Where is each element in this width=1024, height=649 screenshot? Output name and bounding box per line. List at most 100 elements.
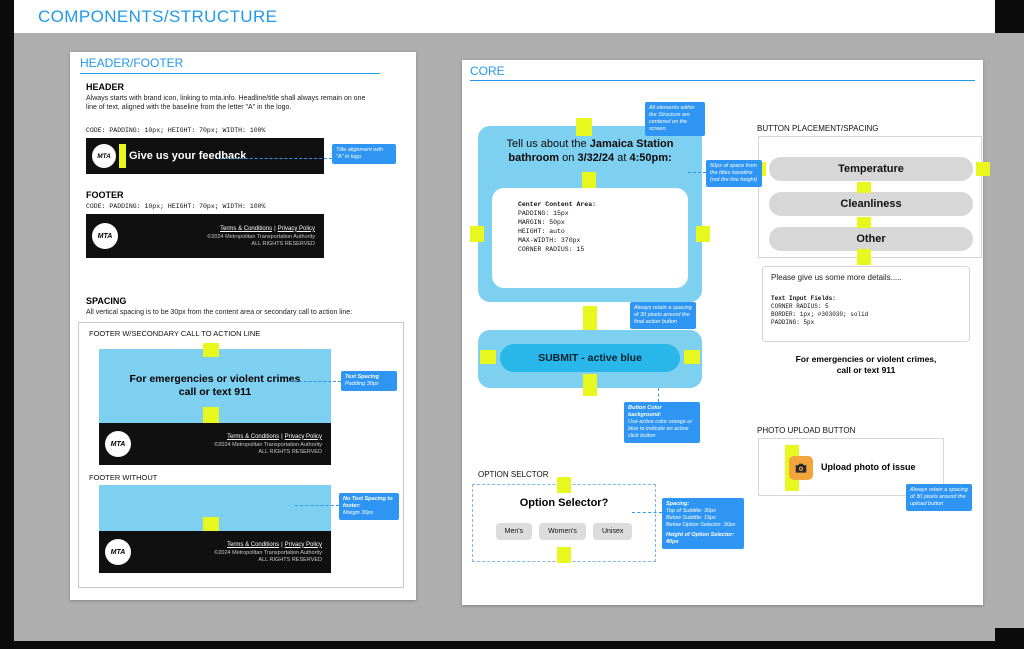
option-mens[interactable]: Men's xyxy=(495,523,533,540)
callout-text-spacing: Text Spacing Padding 30px xyxy=(341,371,397,391)
spacing-marker xyxy=(203,517,219,535)
callout-upload-spacing: Always retain a spacing of 30 pixels aro… xyxy=(906,484,972,511)
emergency-cta-line1: For emergencies or violent crimes xyxy=(129,373,301,385)
callout-action-spacing: Always retain a spacing of 30 pixels aro… xyxy=(630,302,696,329)
callout-body: Margin 30px xyxy=(343,510,374,516)
leader-line xyxy=(289,381,341,382)
footer-bar-sample: MTA Terms & Conditions|Privacy Policy ©2… xyxy=(86,214,324,258)
emergency-text: For emergencies or violent crimes, call … xyxy=(762,354,970,376)
callout-50px-space: 50px of space from the titles baseline (… xyxy=(706,160,762,187)
details-input-box[interactable]: Please give us some more details..... Te… xyxy=(762,266,970,342)
title-bar: COMPONENTS/STRUCTURE xyxy=(14,0,995,33)
mta-logo-icon[interactable]: MTA xyxy=(105,539,131,565)
details-placeholder: Please give us some more details..... xyxy=(771,273,902,282)
privacy-link[interactable]: Privacy Policy xyxy=(284,541,322,548)
rights-text: ALL RIGHTS RESERVED xyxy=(258,556,322,563)
page-title: COMPONENTS/STRUCTURE xyxy=(38,6,278,26)
privacy-link[interactable]: Privacy Policy xyxy=(284,433,322,440)
spacing-marker xyxy=(857,182,871,193)
spacing-marker xyxy=(976,162,990,176)
title-seg: at xyxy=(614,151,630,164)
camera-icon[interactable] xyxy=(789,456,813,480)
footer-code: CODE: PADDING: 10px; HEIGHT: 70px; WIDTH… xyxy=(86,203,266,210)
section-title-core: CORE xyxy=(470,64,505,78)
details-code-line: CORNER RADIUS: 5 xyxy=(771,303,829,310)
section-rule xyxy=(80,73,380,74)
mta-logo-icon[interactable]: MTA xyxy=(105,431,131,457)
copyright-text: ©2024 Metropolitan Transportation Author… xyxy=(214,549,322,556)
emergency-cta-line2: call or text 911 xyxy=(178,386,252,398)
spacing-marker xyxy=(480,350,496,364)
details-code-line: BORDER: 1px; #303030; solid xyxy=(771,311,869,318)
content-code-line: MARGIN: 50px xyxy=(518,219,565,226)
mta-logo-icon[interactable]: MTA xyxy=(92,144,116,168)
emergency-line1: For emergencies or violent crimes, xyxy=(795,354,937,364)
callout-line: Below Option Selector: 30px xyxy=(666,522,736,528)
phone-submit-block: SUBMIT - active blue xyxy=(478,330,702,396)
leader-line xyxy=(220,158,332,159)
callout-body: Padding 30px xyxy=(345,381,379,387)
option-selector-row: Men's Women's Unisex xyxy=(473,523,655,540)
callout-title: No Text Spacing to footer: xyxy=(343,496,393,509)
header-code: CODE: PADDING: 10px; HEIGHT: 70px; WIDTH… xyxy=(86,127,266,134)
spacing-marker xyxy=(557,477,571,493)
callout-button-color: Button Color background: Use active colo… xyxy=(624,402,700,443)
spacing-marker xyxy=(684,350,700,364)
option-selector-label: OPTION SELCTOR xyxy=(478,470,549,479)
footer-without-label: FOOTER WITHOUT xyxy=(89,473,158,482)
mta-logo-icon[interactable]: MTA xyxy=(92,223,118,249)
option-womens[interactable]: Women's xyxy=(539,523,586,540)
rights-text: ALL RIGHTS RESERVED xyxy=(258,448,322,455)
footer-with-cta-label: FOOTER W/SECONDARY CALL TO ACTION LINE xyxy=(89,329,261,338)
submit-button[interactable]: SUBMIT - active blue xyxy=(500,344,680,372)
spacing-marker xyxy=(583,306,597,336)
frame-corner-top-right xyxy=(995,0,1024,33)
spacing-heading: SPACING xyxy=(86,296,127,306)
terms-link[interactable]: Terms & Conditions xyxy=(227,433,280,440)
header-description: Always starts with brand icon, linking t… xyxy=(86,95,366,111)
spacing-marker xyxy=(557,547,571,563)
footer-bar-sample: MTA Terms & Conditions|Privacy Policy ©2… xyxy=(99,531,331,573)
callout-line: Below Subtitle: 15px xyxy=(666,515,716,521)
alignment-marker xyxy=(119,144,126,168)
link-divider: | xyxy=(281,541,283,548)
content-code-line: HEIGHT: auto xyxy=(518,228,565,235)
copyright-text: ©2024 Metropolitan Transportation Author… xyxy=(207,233,315,240)
callout-title: Button Color background: xyxy=(628,405,662,418)
callout-no-text-spacing: No Text Spacing to footer: Margin 30px xyxy=(339,493,399,520)
emergency-line2: call or text 911 xyxy=(836,365,896,375)
details-code-line: PADDING: 5px xyxy=(771,319,815,326)
title-seg: on xyxy=(559,151,578,164)
panel-core: CORE All elements within the Structure a… xyxy=(462,60,990,605)
option-unisex[interactable]: Unisex xyxy=(592,523,633,540)
terms-link[interactable]: Terms & Conditions xyxy=(227,541,280,548)
callout-title-alignment: Title alignment with "A" in logo xyxy=(332,144,396,164)
phone-title: Tell us about the Jamaica Station bathro… xyxy=(490,138,690,165)
upload-photo-button[interactable]: Upload photo of issue xyxy=(821,462,916,472)
button-placement-label: BUTTON PLACEMENT/SPACING xyxy=(757,124,879,133)
details-code-line: Text Input Fields: xyxy=(771,295,836,302)
other-button[interactable]: Other xyxy=(769,227,973,251)
header-bar-sample: MTA Give us your feedback xyxy=(86,138,324,174)
footer-text-block: Terms & Conditions|Privacy Policy ©2024 … xyxy=(214,541,325,564)
terms-link[interactable]: Terms & Conditions xyxy=(220,225,273,232)
spacing-marker xyxy=(576,118,592,136)
spacing-marker xyxy=(582,172,596,188)
temperature-button[interactable]: Temperature xyxy=(769,157,973,181)
section-title-header-footer: HEADER/FOOTER xyxy=(80,56,184,70)
center-content-area: Center Content Area: PADDING: 15px MARGI… xyxy=(492,188,688,288)
footer-text-block: Terms & Conditions|Privacy Policy ©2024 … xyxy=(214,433,325,456)
header-heading: HEADER xyxy=(86,82,125,92)
photo-upload-label: PHOTO UPLOAD BUTTON xyxy=(757,426,856,435)
panel-header-footer: HEADER/FOOTER HEADER Always starts with … xyxy=(70,52,416,600)
link-divider: | xyxy=(281,433,283,440)
header-bar-title: Give us your feedback xyxy=(129,150,247,162)
privacy-link[interactable]: Privacy Policy xyxy=(277,225,315,232)
callout-centered-elements: All elements within the Structure are ce… xyxy=(645,102,705,136)
title-seg-bold: 3/32/24 xyxy=(577,151,615,164)
spacing-marker xyxy=(696,226,710,242)
content-code-line: Center Content Area: xyxy=(518,201,597,208)
frame-corner-bottom-right xyxy=(995,628,1024,649)
leader-line xyxy=(632,512,662,513)
cleanliness-button[interactable]: Cleanliness xyxy=(769,192,973,216)
